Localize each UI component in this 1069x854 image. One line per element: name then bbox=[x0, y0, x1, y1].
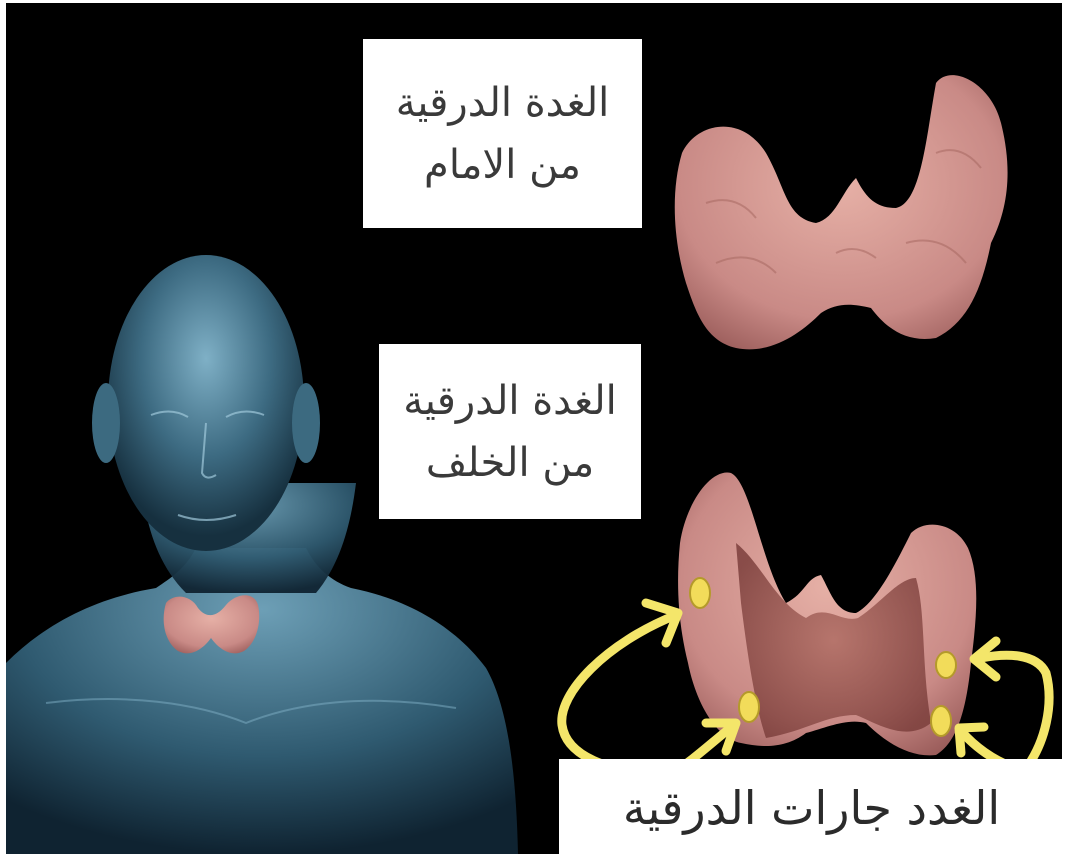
figure-head bbox=[108, 255, 304, 551]
label-back-line1: الغدة الدرقية bbox=[403, 370, 617, 432]
diagram-canvas: الغدة الدرقية من الامام الغدة الدرقية من… bbox=[6, 3, 1062, 854]
thyroid-front-view bbox=[675, 75, 1008, 349]
parathyroid-gland-lower-left bbox=[739, 692, 759, 722]
label-front-line2: من الامام bbox=[424, 134, 581, 196]
figure-ear-right bbox=[292, 383, 320, 463]
label-back-line2: من الخلف bbox=[426, 432, 594, 494]
parathyroid-gland-lower-right bbox=[931, 706, 951, 736]
label-parathyroid: الغدد جارات الدرقية bbox=[559, 759, 1062, 854]
label-parathyroid-text: الغدد جارات الدرقية bbox=[623, 778, 1000, 838]
parathyroid-gland-upper-left bbox=[690, 578, 710, 608]
label-thyroid-front: الغدة الدرقية من الامام bbox=[363, 39, 642, 228]
label-front-line1: الغدة الدرقية bbox=[396, 72, 610, 134]
parathyroid-gland-upper-right bbox=[936, 652, 956, 678]
arrow-left-loop bbox=[562, 615, 676, 775]
figure-torso bbox=[6, 548, 518, 854]
figure-ear-left bbox=[92, 383, 120, 463]
label-thyroid-back: الغدة الدرقية من الخلف bbox=[379, 344, 641, 519]
